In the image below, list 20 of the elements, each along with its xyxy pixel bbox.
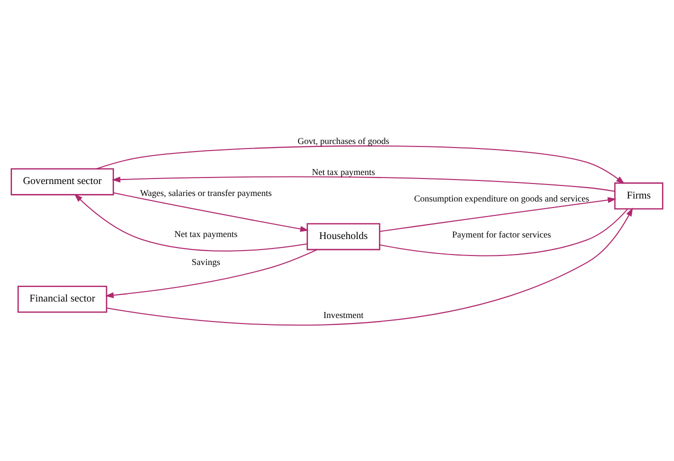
edge-label: Savings [192,256,220,267]
edge-label: Wages, salaries or transfer payments [140,188,272,198]
edge-label: Net tax payments [312,166,375,176]
node-box: Households [306,222,380,250]
arrow [380,196,616,232]
node-box: Firms [614,182,664,210]
edge-label: Govt, purchases of goods [298,135,390,146]
arrow [74,193,308,251]
node-box: Government sector [10,168,114,195]
edge-label: Consumption expenditure on goods and services [414,192,590,203]
arrow [106,207,633,325]
arrow [113,192,309,232]
edge-label: Payment for factor services [452,228,552,239]
edge-label: Net tax payments [174,228,238,238]
arrow [96,144,625,184]
edge-label: Investment [323,310,364,320]
arrow [112,176,615,192]
node-box: Financial sector [17,285,108,312]
arrow [105,248,318,298]
connector [380,208,628,256]
